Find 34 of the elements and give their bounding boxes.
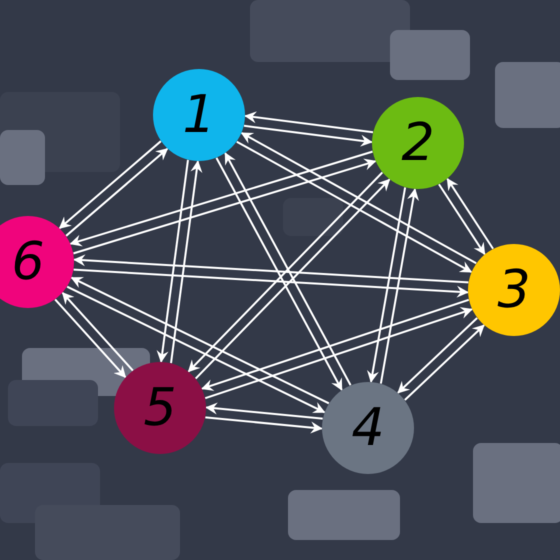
arrow [170, 160, 202, 364]
arrow [205, 416, 323, 434]
arrow [205, 402, 323, 420]
arrow [54, 298, 126, 378]
arrow [62, 292, 134, 372]
arrow [397, 317, 478, 394]
node-number: 5 [143, 382, 177, 434]
arrow [58, 140, 162, 229]
arrow [240, 132, 477, 264]
node-number: 6 [11, 236, 45, 288]
arrow [380, 188, 419, 384]
arrow [244, 111, 374, 134]
arrow [65, 148, 168, 237]
arrow [216, 157, 343, 391]
node-number: 4 [351, 402, 385, 454]
arrow [73, 254, 468, 284]
arrow [446, 178, 494, 250]
arrow [73, 158, 376, 254]
arrow [74, 268, 469, 298]
arrow [204, 307, 473, 400]
arrow [156, 160, 189, 363]
arrow [70, 150, 373, 246]
node-number: 3 [497, 264, 531, 316]
arrow [404, 324, 485, 401]
arrow [70, 276, 330, 404]
arrow [224, 152, 352, 386]
arrow [201, 298, 470, 391]
arrow [236, 140, 472, 273]
arrow [66, 286, 326, 414]
arrow [367, 187, 406, 383]
arrow [438, 184, 486, 256]
node-number: 2 [401, 117, 435, 169]
node-number: 1 [182, 89, 216, 141]
arrow [244, 124, 373, 147]
